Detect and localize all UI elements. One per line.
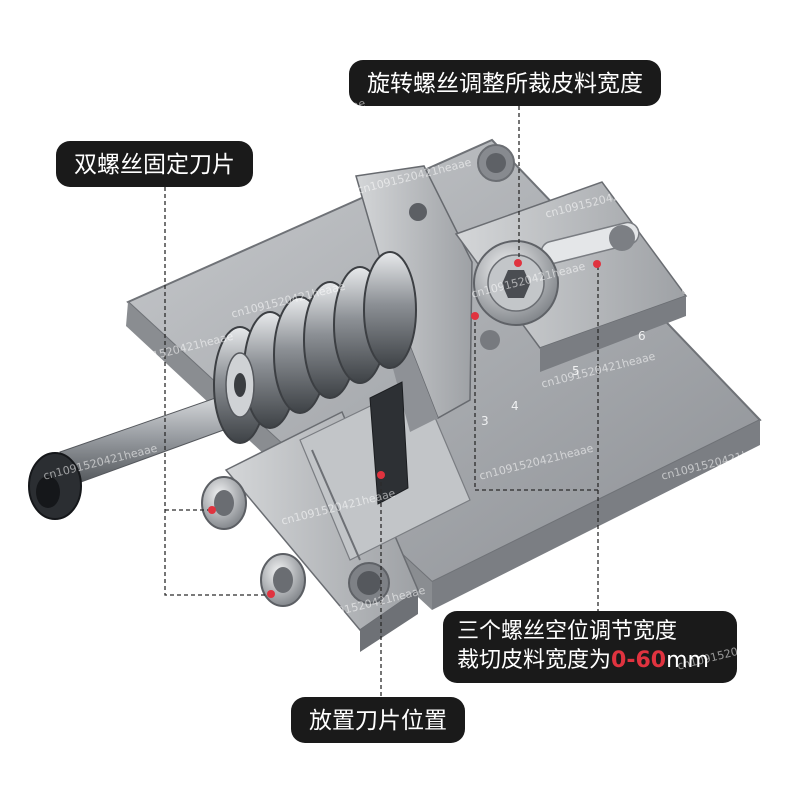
range-value: 0-60 [611, 648, 667, 673]
marker-dot [514, 259, 522, 267]
fixing-screw-2 [260, 553, 306, 607]
width-scale: 3 4 5 6 [481, 329, 646, 428]
callout-blade-position: 放置刀片位置 [291, 697, 465, 743]
base-plate-edge [432, 420, 760, 610]
bearing-stack [213, 251, 417, 444]
plate-hole-1 [609, 225, 635, 251]
scale-mark: 5 [572, 364, 580, 378]
marker-dot [593, 260, 601, 268]
marker-dot [267, 590, 275, 598]
range-unit: mm [666, 648, 709, 673]
scale-mark: 6 [638, 329, 646, 343]
marker-dot [208, 506, 216, 514]
leader-fixing-screws [164, 187, 270, 596]
red-markers [208, 259, 601, 598]
fixing-screw-1 [201, 476, 247, 530]
range-prefix: 裁切皮料宽度为 [457, 648, 612, 673]
marker-dot [377, 471, 385, 479]
scale-mark: 3 [481, 414, 489, 428]
callout-fixing-screws: 双螺丝固定刀片 [56, 141, 253, 187]
scale-mark: 4 [511, 399, 519, 413]
callout-width-range-line2: 裁切皮料宽度为0-60mm [457, 646, 723, 675]
bearing [363, 251, 417, 369]
callout-width-adjust: 旋转螺丝调整所裁皮料宽度 [349, 60, 661, 106]
callout-width-range: 三个螺丝空位调节宽度 裁切皮料宽度为0-60mm [443, 611, 737, 683]
marker-dot [471, 312, 479, 320]
callout-width-range-line1: 三个螺丝空位调节宽度 [457, 619, 678, 644]
leader-lines [164, 106, 599, 697]
leader-screw-slots [474, 265, 599, 491]
